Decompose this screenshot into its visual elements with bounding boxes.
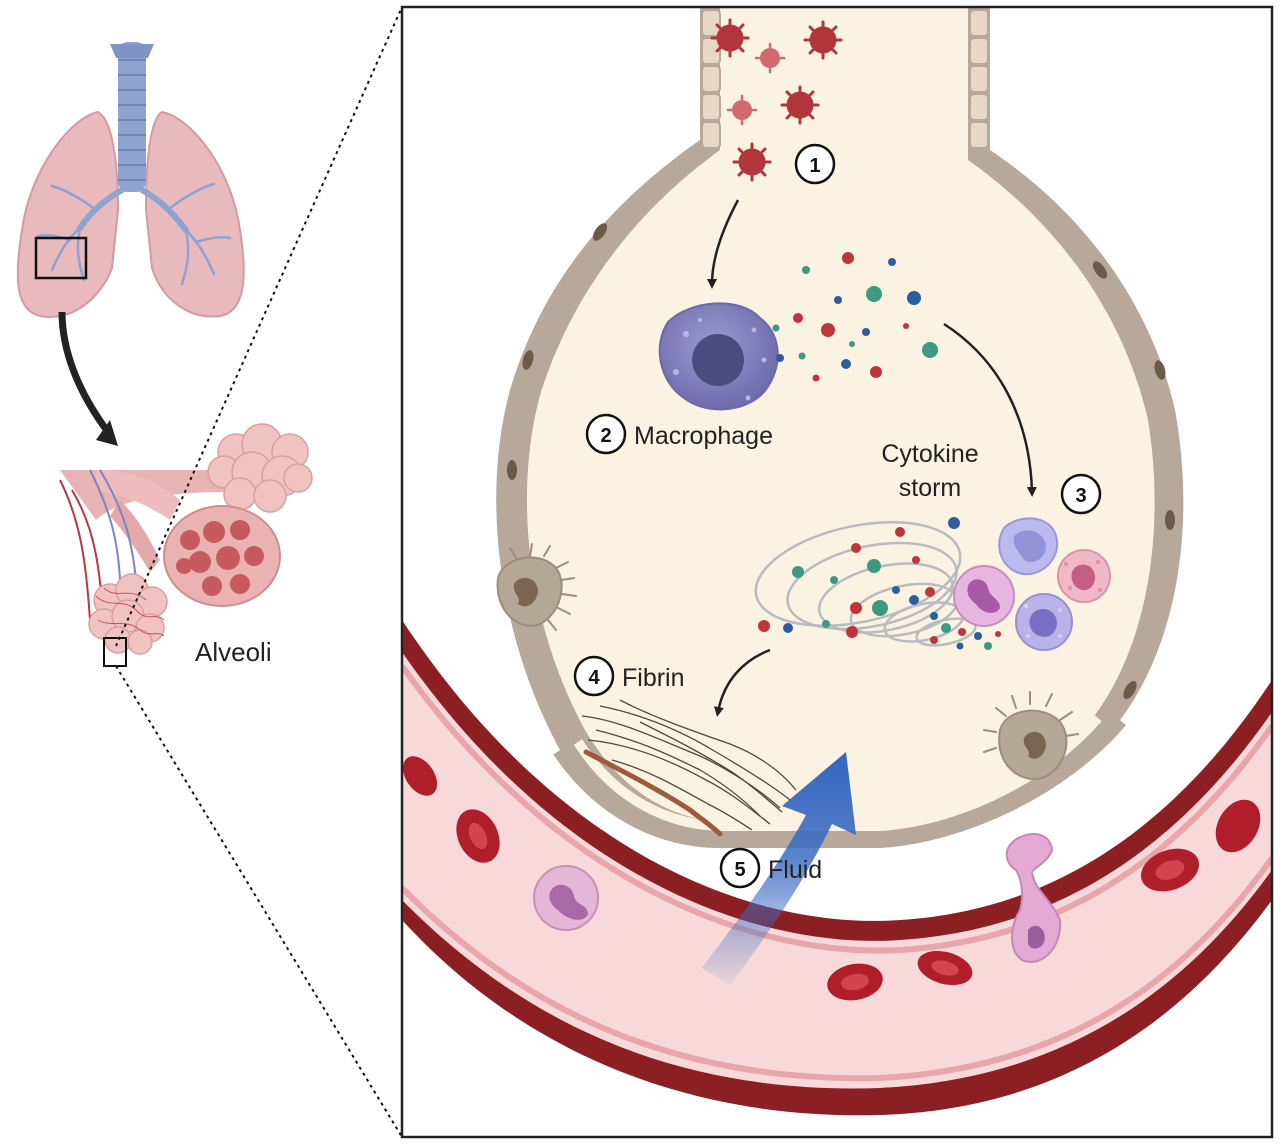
svg-text:5: 5 bbox=[734, 859, 745, 881]
neutrophil-in-vessel bbox=[533, 865, 599, 931]
virus-to-macrophage-arrow bbox=[707, 199, 740, 289]
endothelium-top bbox=[402, 664, 1272, 954]
capillary-lumen bbox=[402, 652, 1272, 1089]
svg-text:1: 1 bbox=[809, 155, 820, 177]
fluid-label: Fluid bbox=[768, 856, 822, 884]
zoom-line-top bbox=[115, 6, 403, 647]
alveoli-illustration: Alveoli bbox=[59, 423, 313, 667]
cytokine-storm-label-line2: storm bbox=[899, 474, 962, 502]
zoom-panel-border bbox=[400, 5, 1274, 1139]
cytokine-storm-label-line1: Cytokine bbox=[881, 440, 978, 468]
alveolar-sac-section bbox=[163, 505, 281, 607]
lungs-illustration bbox=[16, 42, 245, 318]
step-4-marker: 4 bbox=[573, 655, 615, 697]
capillary-covered-alveoli bbox=[88, 573, 168, 655]
left-lung bbox=[16, 110, 120, 318]
zoom-arrow bbox=[58, 311, 111, 435]
lung-inset-box bbox=[34, 236, 88, 280]
cytokine-storm-spiral bbox=[754, 517, 1001, 650]
alveoli-inset-box bbox=[103, 637, 127, 667]
svg-text:4: 4 bbox=[588, 667, 600, 689]
bronchi bbox=[77, 187, 189, 233]
type1-cell-nuclei bbox=[507, 223, 1175, 700]
endothelium-bottom bbox=[402, 856, 1272, 1082]
trachea bbox=[118, 42, 146, 192]
storm-to-fibrin-arrow bbox=[714, 648, 771, 717]
eosinophil bbox=[1057, 549, 1111, 603]
virus-particles bbox=[710, 18, 843, 182]
zoom-line-bottom bbox=[115, 665, 403, 1138]
alveoli-label: Alveoli bbox=[195, 637, 272, 667]
transmigrating-neutrophil bbox=[1005, 833, 1062, 963]
cytokine-to-immune-arrow bbox=[943, 322, 1037, 497]
fluid-arrow bbox=[702, 752, 856, 985]
resident-macrophage-left bbox=[496, 543, 577, 631]
svg-text:2: 2 bbox=[600, 425, 611, 447]
neutrophil bbox=[953, 565, 1015, 627]
step-3-marker: 3 bbox=[1060, 473, 1102, 515]
fibrin-label: Fibrin bbox=[622, 664, 685, 692]
step-2-marker: 2 bbox=[585, 413, 627, 455]
fibrin-deposit bbox=[581, 699, 797, 837]
red-blood-cells bbox=[402, 756, 1261, 1001]
macrophage-label: Macrophage bbox=[634, 422, 773, 450]
immune-cells bbox=[953, 517, 1111, 651]
alveolar-sac-upper bbox=[207, 423, 313, 513]
macrophage bbox=[658, 302, 779, 411]
zoomed-alveolus-panel: 1 2 Macrophage Cytokine storm 3 4 Fibrin… bbox=[402, 7, 1272, 1137]
resident-macrophage-right bbox=[983, 691, 1079, 781]
larynx bbox=[110, 44, 154, 58]
cytokines bbox=[772, 252, 938, 382]
step-1-marker: 1 bbox=[794, 143, 836, 185]
svg-text:3: 3 bbox=[1075, 485, 1086, 507]
step-5-marker: 5 bbox=[719, 847, 761, 889]
basophil bbox=[1015, 593, 1073, 651]
right-lung bbox=[144, 110, 245, 318]
airway-epithelium bbox=[701, 9, 989, 149]
lymphocyte bbox=[998, 517, 1059, 576]
